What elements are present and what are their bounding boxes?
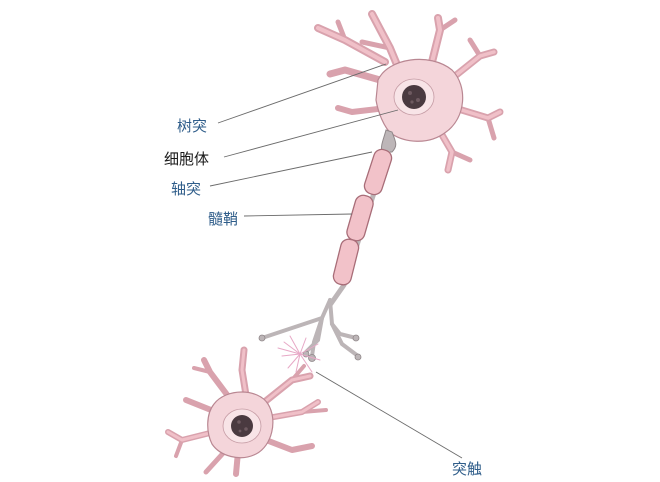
myelin-sheaths <box>332 148 393 286</box>
top-nucleus <box>402 85 426 109</box>
label-myelin-sheath: 髓鞘 <box>208 210 239 228</box>
label-cell-body: 细胞体 <box>164 150 210 168</box>
leader-lines <box>209 63 463 459</box>
axon-terminals <box>260 298 360 358</box>
label-synapse: 突触 <box>452 460 483 478</box>
synapse-spark <box>277 335 321 373</box>
leader-line-cell-body <box>223 109 399 158</box>
label-dendrite: 树突 <box>177 117 208 135</box>
leader-line-myelin <box>243 213 353 217</box>
label-axon: 轴突 <box>171 180 202 198</box>
leader-line-synapse <box>315 371 463 459</box>
bottom-nucleus <box>231 415 253 437</box>
leader-line-axon <box>209 151 373 187</box>
leader-line-dendrite <box>217 63 387 124</box>
